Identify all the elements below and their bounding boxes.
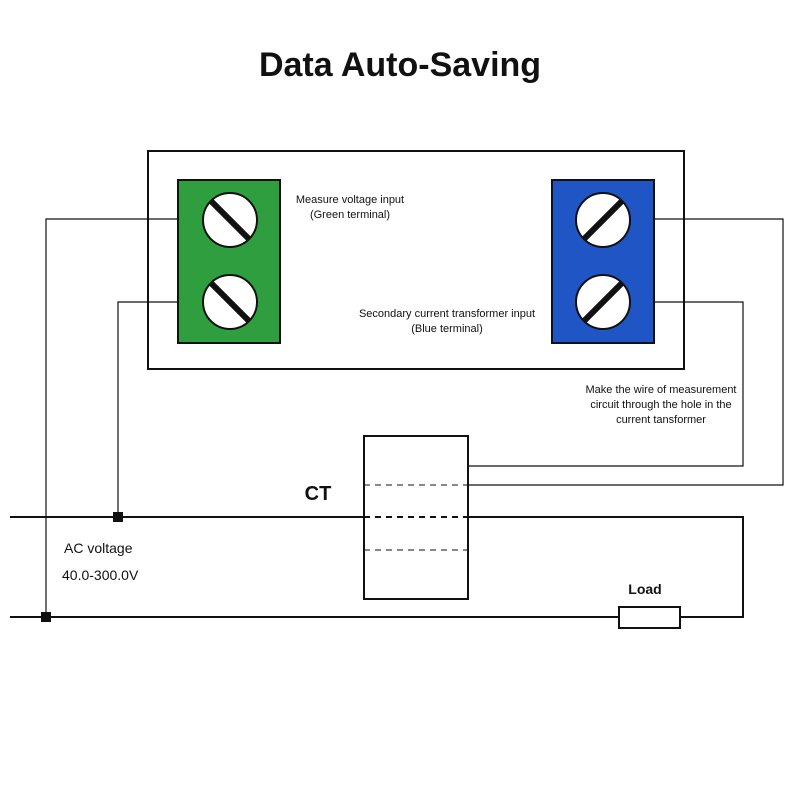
ct-wire-outer [468,218,784,486]
note-line-3: current tansformer [616,414,706,426]
page-title: Data Auto-Saving [259,46,541,84]
current-transformer [363,435,469,600]
ac-voltage-range: 40.0-300.0V [62,567,139,583]
note-line-2: circuit through the hole in the [590,399,731,411]
screw-icon [575,192,631,248]
voltage-wire-bottom [117,301,178,517]
load-resistor [618,606,681,629]
voltage-input-label: Measure voltage input [296,194,404,206]
current-input-sublabel: (Blue terminal) [411,323,483,335]
ct-label: CT [305,483,332,505]
junction-dot [113,512,123,522]
screw-icon [202,274,258,330]
screw-icon [202,192,258,248]
load-label: Load [628,581,661,597]
current-input-label: Secondary current transformer input [359,308,535,320]
meter-enclosure [147,150,685,370]
note-line-1: Make the wire of measurement [585,384,736,396]
screw-icon [575,274,631,330]
junction-dot [41,612,51,622]
voltage-wire-top [45,218,178,617]
ct-wire-inner [468,301,744,467]
ac-voltage-label: AC voltage [64,540,133,556]
circuit-wire-top-right [468,516,744,618]
voltage-input-sublabel: (Green terminal) [310,209,390,221]
